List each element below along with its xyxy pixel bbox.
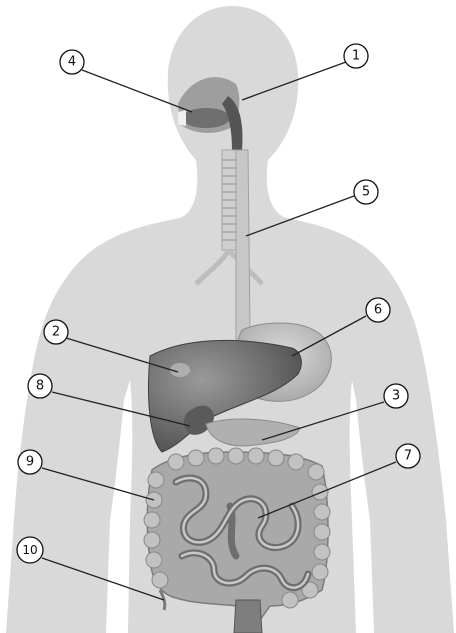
callout-1: 1	[344, 44, 368, 68]
rectum	[234, 600, 262, 633]
callout-label-5: 5	[362, 185, 370, 200]
callout-6: 6	[366, 298, 390, 322]
teeth	[178, 110, 186, 126]
esophagus	[236, 150, 250, 346]
callout-10: 10	[17, 537, 43, 563]
callout-8: 8	[28, 374, 52, 398]
callout-7: 7	[396, 444, 420, 468]
callout-label-8: 8	[36, 379, 44, 394]
callout-label-3: 3	[392, 389, 400, 404]
callout-9: 9	[18, 450, 42, 474]
callout-2: 2	[44, 320, 68, 344]
callout-5: 5	[354, 180, 378, 204]
callout-label-7: 7	[404, 449, 412, 464]
callout-label-9: 9	[26, 455, 34, 470]
callout-4: 4	[60, 50, 84, 74]
callout-label-4: 4	[68, 55, 76, 70]
callout-label-10: 10	[22, 543, 37, 557]
callout-label-2: 2	[52, 325, 60, 340]
callout-3: 3	[384, 384, 408, 408]
callout-label-6: 6	[374, 303, 382, 318]
large-intestine	[147, 452, 328, 620]
callout-label-1: 1	[352, 49, 360, 64]
